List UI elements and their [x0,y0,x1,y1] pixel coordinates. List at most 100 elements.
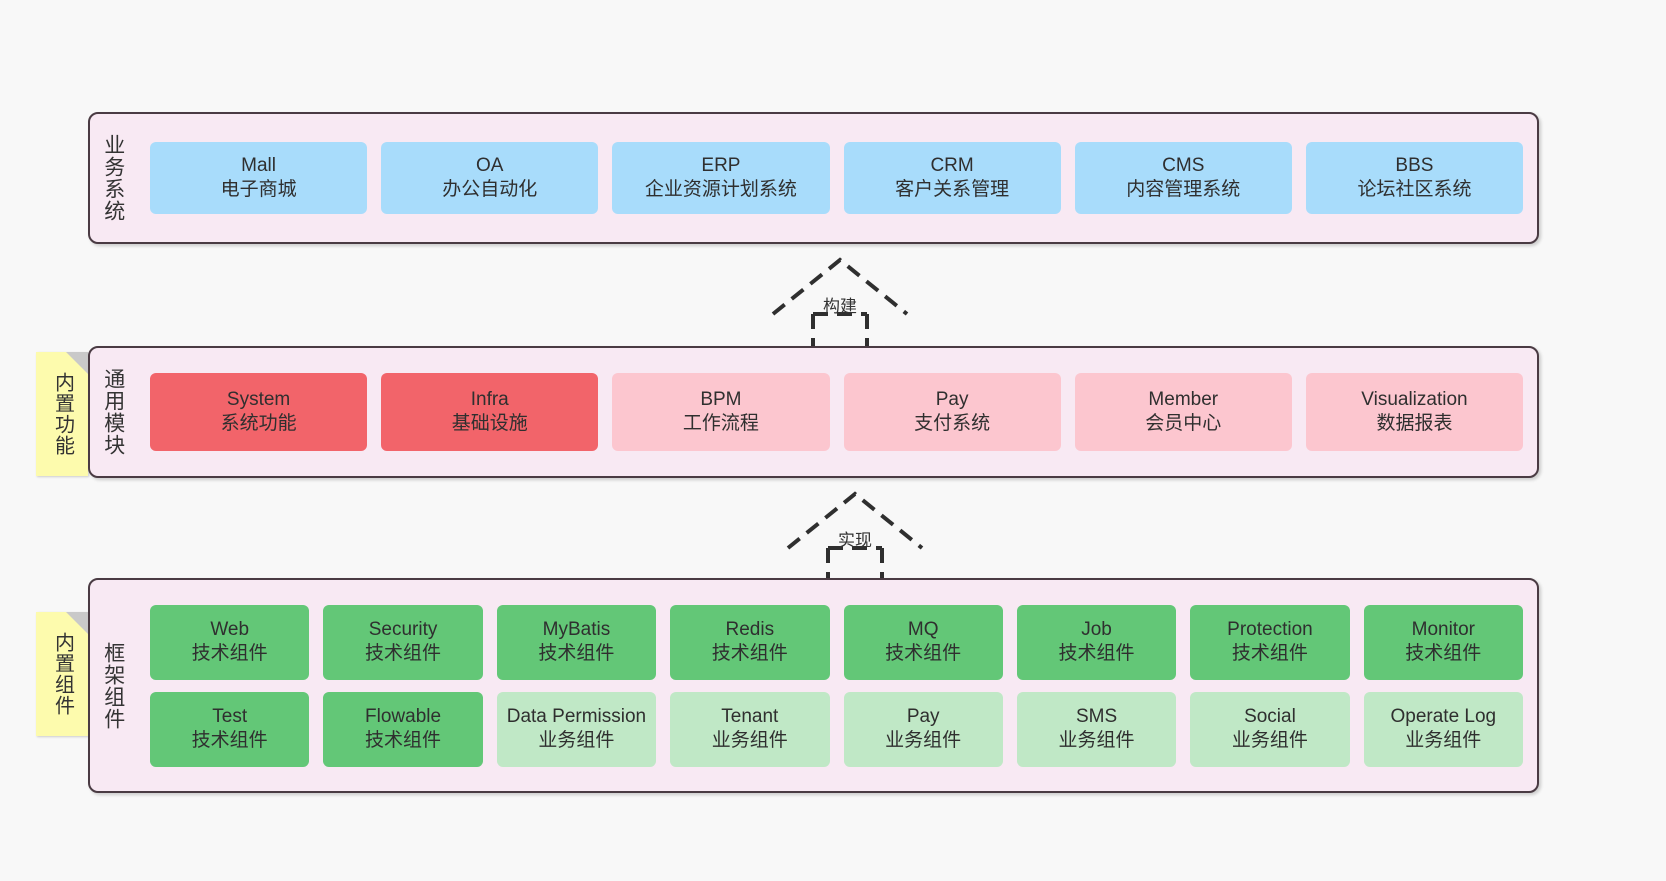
sticky-note-builtin-components: 内置组件 [36,612,88,736]
layer-title-framework: 框架组件 [101,641,125,730]
node-sms[interactable]: SMS 业务组件 [1016,691,1177,767]
node-operate-log[interactable]: Operate Log 业务组件 [1363,691,1523,767]
sticky-note-label: 内置功能 [51,372,74,456]
node-title: CMS [1162,154,1205,176]
node-bpm[interactable]: BPM 工作流程 [612,373,830,451]
node-title: BBS [1395,154,1434,176]
node-title: Test [212,705,248,727]
node-social[interactable]: Social 业务组件 [1190,691,1350,767]
node-cms[interactable]: CMS 内容管理系统 [1074,142,1292,214]
node-title: Infra [470,388,509,410]
node-title: Web [210,618,250,640]
node-redis[interactable]: Redis 技术组件 [670,604,830,680]
node-title: Operate Log [1390,705,1497,727]
node-title: System [226,388,291,410]
node-web[interactable]: Web 技术组件 [150,604,310,680]
layer-body-modules: System 系统功能 Infra 基础设施 BPM 工作流程 Pay 支付系统… [136,348,1537,476]
layer-body-business: Mall 电子商城 OA 办公自动化 ERP 企业资源计划系统 CRM 客户关系… [136,114,1537,242]
node-subtitle: 业务组件 [885,730,962,751]
node-subtitle: 会员中心 [1145,413,1222,434]
node-title: Tenant [721,705,779,727]
node-erp[interactable]: ERP 企业资源计划系统 [612,142,830,214]
node-mybatis[interactable]: MyBatis 技术组件 [496,604,657,680]
layer-title-modules: 通用模块 [101,368,125,456]
layer-business-systems: 业务系统 Mall 电子商城 OA 办公自动化 ERP 企业资源计划系统 CRM… [88,112,1539,244]
node-test[interactable]: Test 技术组件 [150,691,310,767]
node-subtitle: 业务组件 [1058,730,1135,751]
node-subtitle: 业务组件 [1405,730,1482,751]
node-title: Job [1081,618,1112,640]
node-title: Visualization [1361,388,1468,410]
node-subtitle: 技术组件 [1231,643,1308,664]
node-security[interactable]: Security 技术组件 [323,604,483,680]
node-title: Pay [935,388,969,410]
node-monitor[interactable]: Monitor 技术组件 [1363,604,1523,680]
node-subtitle: 技术组件 [365,730,442,751]
node-title: Security [368,618,438,640]
node-subtitle: 基础设施 [451,413,528,434]
arrow-head-open-triangle [786,491,924,550]
layer-common-modules: 通用模块 System 系统功能 Infra 基础设施 BPM 工作流程 Pay… [88,346,1539,478]
node-subtitle: 电子商城 [220,179,297,200]
node-subtitle: 企业资源计划系统 [644,179,797,200]
node-subtitle: 技术组件 [1058,643,1135,664]
node-title: Redis [725,618,775,640]
arrow-head-open-triangle [771,257,909,316]
node-data-permission[interactable]: Data Permission 业务组件 [496,691,657,767]
sticky-note-builtin-features: 内置功能 [36,352,88,476]
layer-title-business: 业务系统 [101,134,125,222]
node-subtitle: 技术组件 [1405,643,1482,664]
node-subtitle: 业务组件 [1231,730,1308,751]
node-crm[interactable]: CRM 客户关系管理 [843,142,1061,214]
node-mq[interactable]: MQ 技术组件 [843,604,1003,680]
cell-row: Mall 电子商城 OA 办公自动化 ERP 企业资源计划系统 CRM 客户关系… [150,142,1524,214]
node-mall[interactable]: Mall 电子商城 [150,142,368,214]
node-oa[interactable]: OA 办公自动化 [381,142,599,214]
node-system[interactable]: System 系统功能 [150,373,368,451]
node-title: Social [1244,705,1296,727]
node-subtitle: 技术组件 [538,643,615,664]
connector-label-build: 构建 [823,297,857,316]
node-title: Pay [906,705,940,727]
node-visualization[interactable]: Visualization 数据报表 [1305,373,1524,451]
layer-body-framework: Web 技术组件 Security 技术组件 MyBatis 技术组件 Redi… [136,580,1537,791]
node-flowable[interactable]: Flowable 技术组件 [323,691,483,767]
node-title: Flowable [365,705,442,727]
node-pay[interactable]: Pay 支付系统 [843,373,1061,451]
node-subtitle: 论坛社区系统 [1357,179,1472,200]
node-job[interactable]: Job 技术组件 [1016,604,1177,680]
node-title: Member [1148,388,1219,410]
connector-label-realize: 实现 [838,531,872,550]
node-subtitle: 业务组件 [711,730,788,751]
node-title: Mall [241,154,276,176]
cell-row: Web 技术组件 Security 技术组件 MyBatis 技术组件 Redi… [150,604,1523,680]
node-subtitle: 业务组件 [538,730,615,751]
node-tenant[interactable]: Tenant 业务组件 [670,691,830,767]
layer-framework-components: 框架组件 Web 技术组件 Security 技术组件 MyBatis 技术组件… [88,578,1539,793]
node-subtitle: 技术组件 [191,730,268,751]
node-subtitle: 工作流程 [682,413,759,434]
node-title: OA [476,154,504,176]
node-subtitle: 办公自动化 [442,179,538,200]
node-subtitle: 数据报表 [1376,413,1453,434]
node-bbs[interactable]: BBS 论坛社区系统 [1305,142,1524,214]
node-title: BPM [700,388,742,410]
cell-row: System 系统功能 Infra 基础设施 BPM 工作流程 Pay 支付系统… [150,373,1524,451]
node-member[interactable]: Member 会员中心 [1074,373,1292,451]
node-title: Monitor [1411,618,1475,640]
cell-row: Test 技术组件 Flowable 技术组件 Data Permission … [150,691,1523,767]
node-subtitle: 技术组件 [885,643,962,664]
node-title: Data Permission [506,705,647,727]
connector-realize: 实现 [780,488,930,586]
node-title: SMS [1075,705,1118,727]
node-subtitle: 支付系统 [914,413,991,434]
node-title: ERP [701,154,741,176]
node-protection[interactable]: Protection 技术组件 [1190,604,1350,680]
node-infra[interactable]: Infra 基础设施 [381,373,599,451]
node-pay-component[interactable]: Pay 业务组件 [843,691,1003,767]
node-subtitle: 技术组件 [711,643,788,664]
sticky-note-label: 内置组件 [51,632,74,716]
connector-build: 构建 [765,254,915,352]
node-title: MyBatis [542,618,611,640]
node-subtitle: 系统功能 [220,413,297,434]
